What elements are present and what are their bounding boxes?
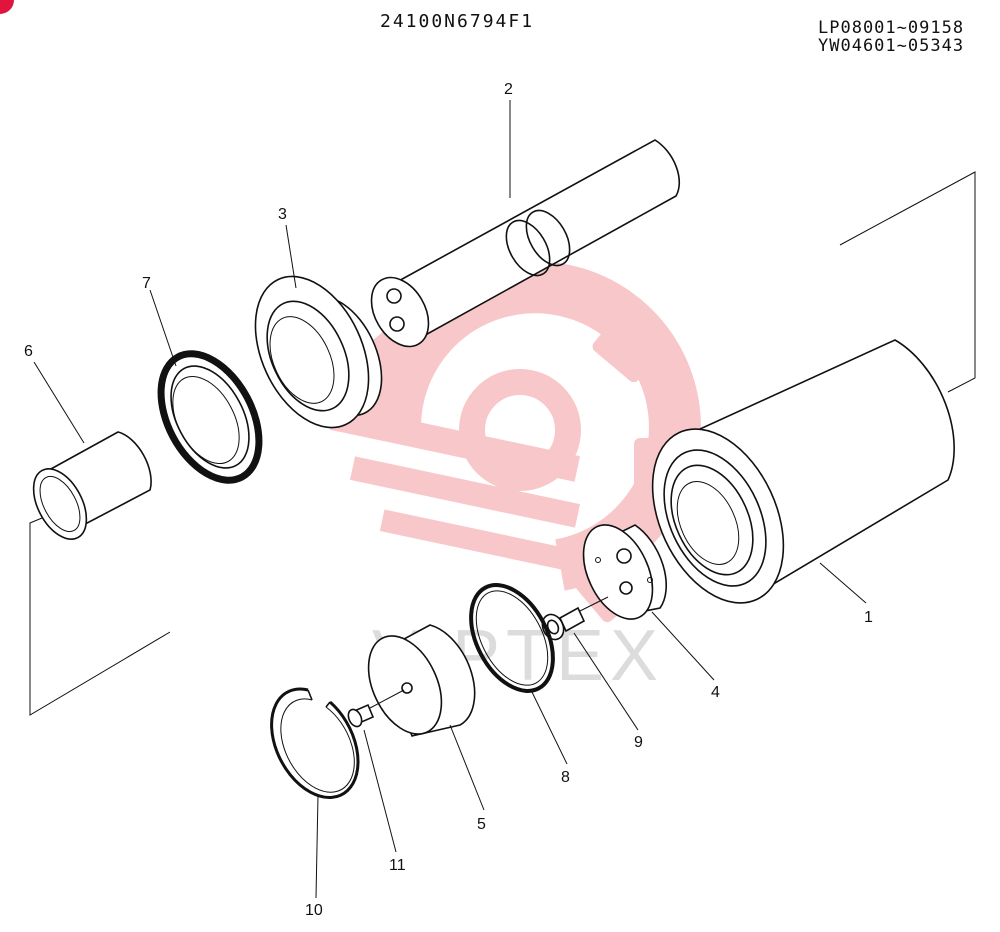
part-shaft	[370, 139, 681, 348]
callout-10: 10	[305, 902, 323, 919]
callout-7: 7	[142, 275, 151, 292]
callout-8: 8	[561, 769, 570, 786]
part-roller-shell	[651, 339, 955, 604]
callout-11: 11	[389, 857, 406, 874]
part-end-plate	[582, 524, 668, 620]
part-o-ring	[469, 583, 555, 693]
callout-2: 2	[504, 81, 513, 98]
callout-4: 4	[711, 684, 720, 701]
callout-1: 1	[864, 609, 873, 626]
part-floating-seal	[157, 350, 263, 484]
part-plug	[347, 703, 375, 728]
callout-6: 6	[24, 343, 33, 360]
guide-lines	[29, 171, 976, 716]
part-collar	[254, 275, 383, 429]
serial-range-2: YW04601~05343	[818, 36, 965, 56]
callout-5: 5	[477, 816, 486, 833]
callout-3: 3	[278, 206, 287, 223]
part-cover	[367, 624, 476, 737]
drawing-number: 24100N6794F1	[380, 11, 535, 32]
callouts: 1 2 3 4 5 6 7 8 9 10 11	[24, 81, 873, 919]
part-bushing	[32, 431, 152, 540]
leader-lines	[33, 100, 867, 899]
part-snap-ring	[270, 687, 360, 799]
callout-9: 9	[634, 734, 643, 751]
serial-range-1: LP08001~09158	[818, 18, 965, 38]
